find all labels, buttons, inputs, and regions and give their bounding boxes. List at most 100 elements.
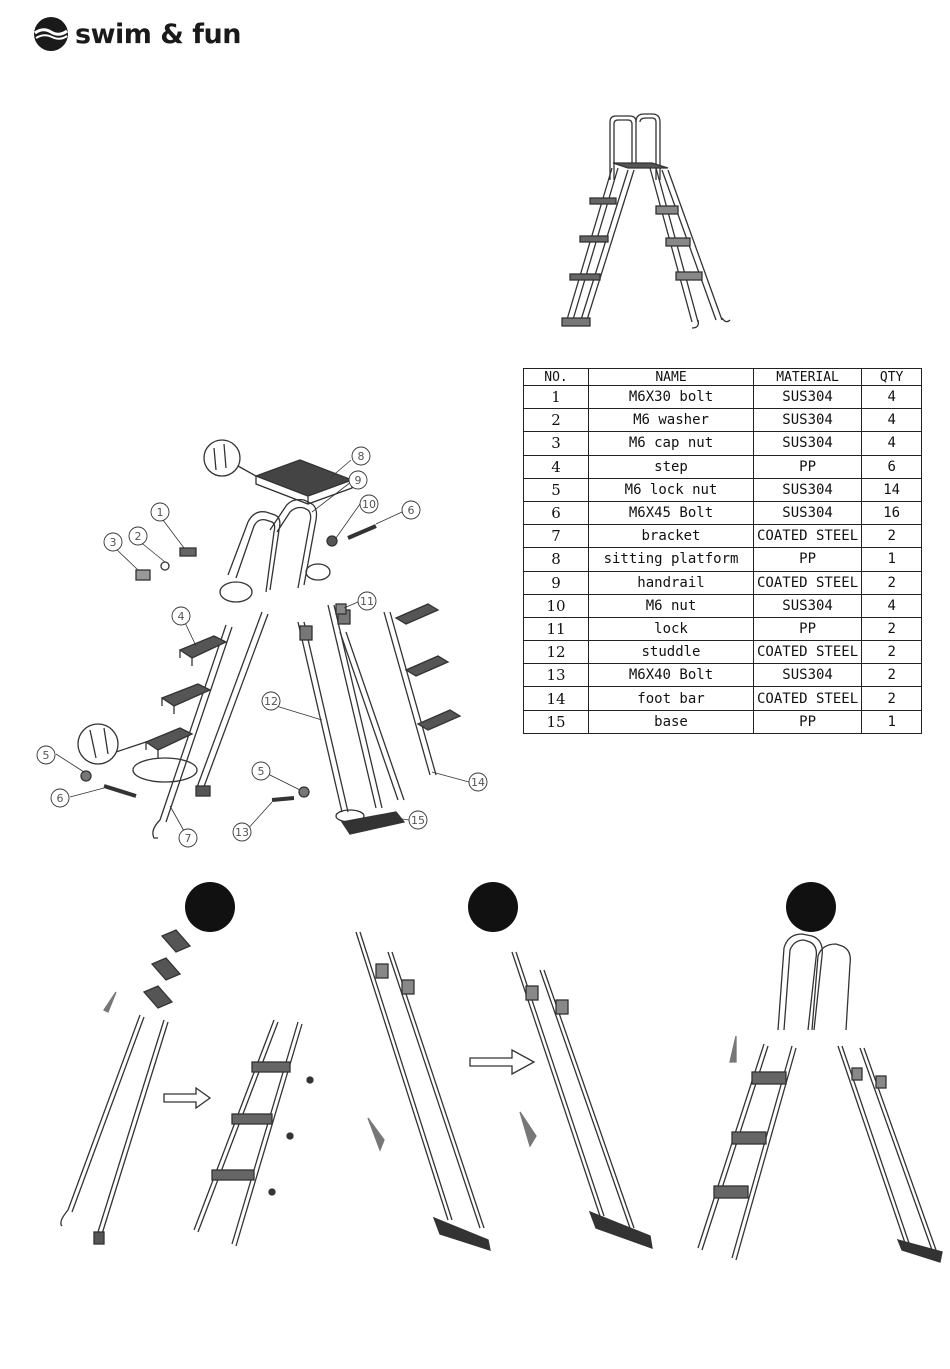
cell-qty: 4 [861,408,923,433]
cell-material: PP [752,454,863,479]
cell-no: 5 [523,477,589,502]
cell-no: 15 [523,709,589,734]
header-no: NO. [523,368,589,386]
cell-material: COATED STEEL [752,570,863,595]
cell-no: 4 [523,454,589,479]
cell-material: SUS304 [752,593,863,618]
step-3-drawing [697,933,943,1263]
cell-qty: 14 [861,477,923,502]
step-1-drawing [60,929,314,1247]
callout-4: 4 [178,610,185,623]
exploded-view-drawing [77,439,462,839]
cell-name: step [588,454,754,479]
cell-no: 9 [523,570,589,595]
brand-logo: swim & fun [33,14,241,54]
cell-qty: 2 [861,663,923,688]
cell-material: COATED STEEL [752,686,863,711]
cell-qty: 1 [861,547,923,572]
cell-material: SUS304 [752,384,863,410]
callout-10: 10 [362,498,376,511]
callout-9: 9 [355,474,362,487]
cell-qty: 2 [861,686,923,711]
cell-material: SUS304 [752,408,863,433]
cell-no: 8 [523,547,589,572]
cell-name: base [588,709,754,734]
cell-name: foot bar [588,686,754,711]
cell-qty: 4 [861,431,923,456]
parts-table-header: NO. NAME MATERIAL QTY [523,368,923,386]
cell-name: handrail [588,570,754,595]
cell-qty: 2 [861,524,923,549]
cell-qty: 2 [861,640,923,665]
cell-qty: 2 [861,570,923,595]
callout-11: 11 [360,595,374,608]
cell-name: M6X30 bolt [588,384,754,410]
cell-no: 2 [523,408,589,433]
callout-5-right: 5 [258,765,265,778]
step-1-badge [185,882,235,932]
cell-name: M6X45 Bolt [588,500,754,526]
callout-14: 14 [471,776,485,789]
cell-name: M6 lock nut [588,477,754,502]
callout-6-right: 6 [408,504,415,517]
cell-material: PP [752,616,863,642]
callout-7: 7 [185,832,192,845]
callout-6-left: 6 [57,792,64,805]
header-material: MATERIAL [752,368,863,386]
cell-no: 1 [523,384,589,410]
callout-15: 15 [411,814,425,827]
cell-name: bracket [588,524,754,549]
cell-no: 3 [523,431,589,456]
cell-material: COATED STEEL [752,640,863,665]
cell-qty: 6 [861,454,923,479]
callout-12: 12 [264,695,278,708]
cell-name: M6 washer [588,408,754,433]
cell-no: 11 [523,616,589,642]
callout-numbers: 1 2 3 4 5 6 7 8 9 10 6 11 12 13 5 14 15 [43,450,486,845]
cell-qty: 2 [861,616,923,642]
callout-rings [36,446,488,848]
step-2-badge [468,882,518,932]
cell-name: M6 nut [588,593,754,618]
callout-13: 13 [235,826,249,839]
header-qty: QTY [861,368,923,386]
step-2-drawing [355,931,653,1251]
cell-no: 6 [523,500,589,526]
step-3-badge [786,882,836,932]
cell-no: 12 [523,640,589,665]
cell-material: COATED STEEL [752,524,863,549]
cell-name: studdle [588,640,754,665]
cell-qty: 4 [861,384,923,410]
cell-material: PP [752,547,863,572]
cell-material: SUS304 [752,431,863,456]
cell-material: SUS304 [752,477,863,502]
cell-name: lock [588,616,754,642]
cell-name: M6X40 Bolt [588,663,754,688]
callout-8: 8 [358,450,365,463]
callout-1: 1 [157,506,164,519]
callout-2: 2 [135,530,142,543]
cell-material: SUS304 [752,500,863,526]
header-name: NAME [588,368,754,386]
assembled-ladder-drawing [561,113,731,329]
callout-3: 3 [110,536,117,549]
cell-material: SUS304 [752,663,863,688]
cell-qty: 16 [861,500,923,526]
